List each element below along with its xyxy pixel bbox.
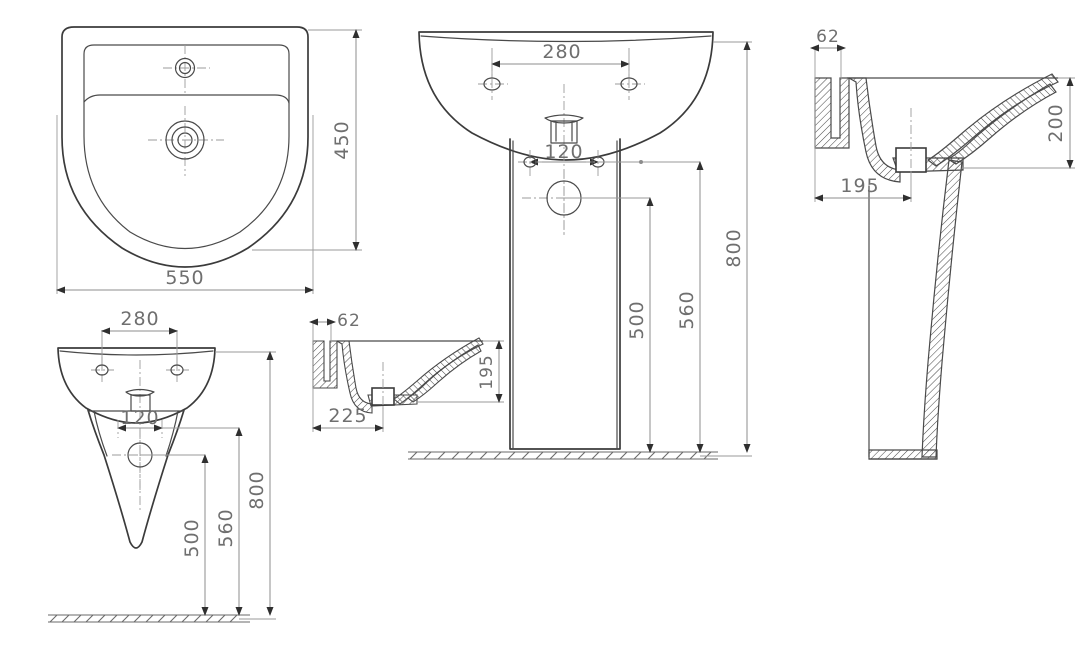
dim-text-800-front: 800 xyxy=(723,228,745,267)
view-front-pedestal: 280 120 xyxy=(408,31,752,460)
pedestal-base-section xyxy=(868,449,938,460)
dim-text-195-b: 195 xyxy=(477,354,497,389)
view-side-section-pedestal: 62 195 200 xyxy=(810,27,1075,460)
waste-outlet-plan xyxy=(148,106,224,176)
semi-pedestal-inner-right xyxy=(165,410,179,457)
basin-front-outline-sp xyxy=(57,347,216,424)
dim-text-560-front: 560 xyxy=(676,290,698,329)
floor-line-sp xyxy=(48,614,250,623)
dim-text-800-sp: 800 xyxy=(246,470,268,509)
front-rim-section-b xyxy=(393,337,484,405)
tap-hole-right-sp xyxy=(166,340,189,382)
pedestal-section-right xyxy=(921,159,963,458)
dim-text-200: 200 xyxy=(1045,103,1067,142)
tap-hole-plan xyxy=(163,45,210,95)
dim-text-550: 550 xyxy=(165,267,204,289)
dim-text-120-front: 120 xyxy=(544,141,583,163)
semi-pedestal-inner-left xyxy=(93,410,108,457)
dim-text-280-sp: 280 xyxy=(120,308,159,330)
tap-hole-left-front xyxy=(478,62,508,100)
back-return-section xyxy=(814,77,850,149)
basin-outer-outline xyxy=(61,26,309,268)
front-rim-section xyxy=(926,73,1059,167)
dim-text-120-sp: 120 xyxy=(120,407,159,429)
pedestal-outline xyxy=(509,138,621,450)
front-rim-inner-section-b xyxy=(407,344,482,403)
basin-rim-line xyxy=(83,44,290,250)
front-rim-inner-section xyxy=(946,83,1057,165)
fixing-bolt-left-front xyxy=(518,150,542,176)
view-top-plan: 450 550 xyxy=(56,26,362,294)
floor-line-front xyxy=(408,451,718,460)
basin-back-wall-section-b xyxy=(335,340,373,414)
dim-text-225: 225 xyxy=(328,405,367,427)
dim-point-560-front xyxy=(639,160,643,164)
dim-text-500-sp: 500 xyxy=(181,518,203,557)
dim-text-450: 450 xyxy=(331,120,353,159)
tap-hole-left-sp xyxy=(91,340,114,382)
waste-circle-sp xyxy=(112,430,196,490)
dim-text-500-front: 500 xyxy=(626,300,648,339)
basin-front-top-edge xyxy=(420,35,712,43)
back-return-section-b xyxy=(312,340,338,389)
dim-text-62-b: 62 xyxy=(337,311,361,331)
tap-hole-right-front xyxy=(615,62,645,100)
basin-front-top-edge-sp xyxy=(59,350,214,356)
basin-shelf-line xyxy=(83,94,290,104)
view-front-semipedestal: 280 120 xyxy=(48,308,276,623)
dim-text-560-sp: 560 xyxy=(215,508,237,547)
view-side-section-basin: 62 225 195 xyxy=(309,311,504,432)
dim-text-195-top: 195 xyxy=(840,175,879,197)
dim-text-62-top: 62 xyxy=(816,27,840,47)
dim-text-280-front: 280 xyxy=(542,41,581,63)
semi-pedestal-outline xyxy=(87,409,185,549)
basin-back-wall-section xyxy=(846,77,901,183)
waste-circle-front xyxy=(522,170,608,236)
